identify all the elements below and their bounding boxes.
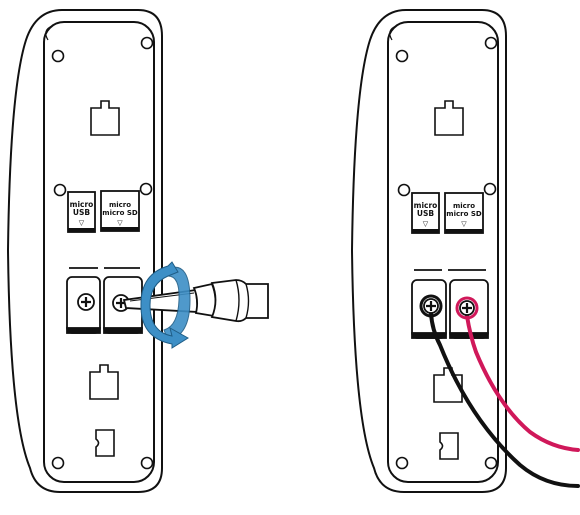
slot-arrow: ▽	[79, 219, 85, 227]
slot-arrow: ▽	[461, 220, 467, 228]
terminal-screw-icon	[419, 294, 443, 318]
right-doorbell-back	[351, 9, 507, 493]
mount-hole	[483, 182, 497, 196]
screwdriver-handle	[210, 279, 269, 323]
key-slot	[439, 432, 459, 460]
mount-hole	[51, 456, 65, 470]
left-terminals	[66, 267, 143, 334]
left-mount-holes	[51, 36, 154, 470]
slot-label-line2: micro SD	[102, 209, 138, 217]
slot-arrow: ▽	[423, 220, 429, 228]
wires	[429, 311, 580, 488]
slot-label-line2: USB	[73, 208, 90, 217]
mount-hole	[484, 456, 498, 470]
mount-hole	[140, 456, 154, 470]
mount-hole	[140, 36, 154, 50]
right-outer-shell	[351, 9, 507, 493]
mount-hole	[139, 182, 153, 196]
right-back-plate	[387, 21, 499, 483]
black-wire	[429, 311, 580, 488]
mount-hole	[397, 183, 411, 197]
mount-hole	[395, 456, 409, 470]
mount-hole	[395, 49, 409, 63]
terminal-screw-icon	[77, 293, 95, 311]
slot-label-line1: micro	[70, 200, 94, 209]
left-tabs	[89, 100, 120, 457]
micro-sd-slot	[444, 192, 484, 234]
slot-label-line2: micro SD	[446, 210, 482, 218]
key-slot	[95, 429, 115, 457]
left-outer-shell	[7, 9, 163, 493]
slot-label-line1: micro	[453, 202, 475, 210]
lower-clip-tab	[89, 364, 119, 400]
mount-hole	[53, 183, 67, 197]
slot-label-line2: USB	[417, 209, 434, 218]
rotation-arrow-front	[140, 261, 189, 349]
screwdriver-ferrule	[192, 282, 217, 318]
rotation-arrow-icon	[140, 261, 191, 349]
right-port-slots: micro USB ▽ micro micro SD ▽	[411, 192, 484, 234]
slot-arrow: ▽	[117, 219, 123, 227]
left-port-slots: micro USB ▽ micro micro SD ▽	[67, 190, 140, 233]
upper-clip-tab	[434, 100, 464, 136]
slot-label-line1: micro	[414, 201, 438, 210]
left-back-plate	[43, 21, 155, 483]
left-doorbell-back	[7, 9, 163, 493]
terminal-screw-icon	[455, 296, 479, 320]
mount-hole	[51, 49, 65, 63]
mount-hole	[484, 36, 498, 50]
red-wire	[465, 314, 580, 452]
right-terminal-screws	[419, 294, 479, 320]
rotation-arrow-back	[163, 266, 191, 341]
slot-label-line1: micro	[109, 201, 131, 209]
right-mount-holes	[395, 36, 498, 470]
upper-clip-tab	[90, 100, 120, 136]
